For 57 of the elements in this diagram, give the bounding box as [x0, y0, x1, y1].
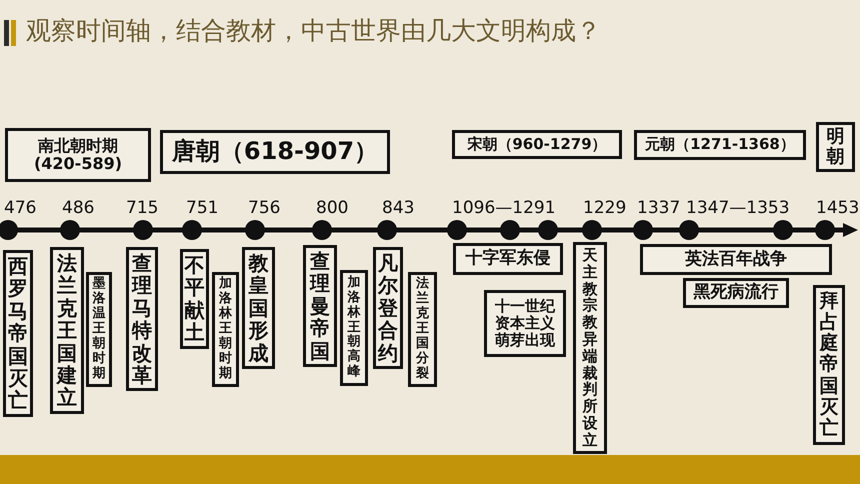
- event-box: [180, 249, 209, 349]
- event-label: 十字军东侵: [466, 249, 550, 269]
- event-box: [212, 272, 239, 387]
- dynasty-box: [816, 122, 855, 172]
- event-label: 加洛林王朝时期: [219, 277, 232, 382]
- event-label: 西罗马帝国灭亡: [8, 255, 28, 412]
- event-label: 英法百年战争: [685, 250, 787, 270]
- event-label: 教皇国形成: [248, 252, 268, 364]
- year-label: 751: [186, 198, 218, 218]
- event-label: 十一世纪资本主义萌芽出现: [494, 298, 556, 350]
- event-label: 法兰克王国分裂: [416, 277, 429, 382]
- slide-title: 观察时间轴，结合教材，中古世界由几大文明构成？: [26, 15, 601, 47]
- year-label: 476: [4, 198, 36, 218]
- dynasty-label: 南北朝时期 (420-589): [32, 136, 124, 174]
- event-box: [340, 270, 368, 386]
- year-label: 1096—1291: [452, 198, 556, 218]
- event-label: 查理曼帝国: [310, 250, 330, 362]
- year-label: 1337: [637, 198, 680, 218]
- event-label: 凡尔登合约: [378, 252, 398, 364]
- event-label: 查理马特改革: [132, 252, 152, 386]
- event-label: 法兰克王国建立: [57, 252, 77, 409]
- year-label: 1229: [583, 198, 626, 218]
- dynasty-label: 唐朝（618-907）: [172, 138, 378, 166]
- year-label: 486: [62, 198, 94, 218]
- event-box: [813, 285, 845, 445]
- event-box: [126, 247, 158, 392]
- dynasty-box: [5, 128, 151, 182]
- dynasty-label: 宋朝（960-1279）: [467, 136, 607, 154]
- year-label: 756: [248, 198, 280, 218]
- event-box: [50, 247, 84, 414]
- year-label: 800: [316, 198, 348, 218]
- year-label: 1453: [816, 198, 860, 218]
- dynasty-label: 元朝（1271-1368）: [645, 136, 795, 154]
- event-box: [373, 247, 403, 369]
- event-box: [3, 250, 33, 417]
- event-label: 墨洛温王朝时期: [92, 277, 106, 382]
- event-label: 黑死病流行: [694, 283, 778, 303]
- event-label: 加洛林王朝高峰: [348, 276, 360, 380]
- dynasty-box: [452, 130, 622, 159]
- event-box: [242, 247, 275, 369]
- event-label: 拜占庭帝国灭亡: [820, 290, 838, 440]
- event-box: [640, 244, 832, 275]
- event-box: [573, 242, 607, 454]
- dynasty-box: [634, 130, 806, 160]
- event-label: 天主教宗教异端裁判所设立: [582, 247, 598, 449]
- event-box: [86, 272, 112, 387]
- year-label: 1347—1353: [686, 198, 790, 218]
- event-box: [683, 278, 789, 308]
- event-box: [453, 243, 563, 275]
- dynasty-label: 明朝: [826, 127, 844, 168]
- dynasty-box: [160, 130, 390, 174]
- event-box: [303, 245, 337, 367]
- year-label: 843: [382, 198, 414, 218]
- event-box: [408, 272, 437, 387]
- event-box: [484, 290, 566, 357]
- year-label: 715: [126, 198, 158, 218]
- event-label: 不平献土: [184, 254, 204, 344]
